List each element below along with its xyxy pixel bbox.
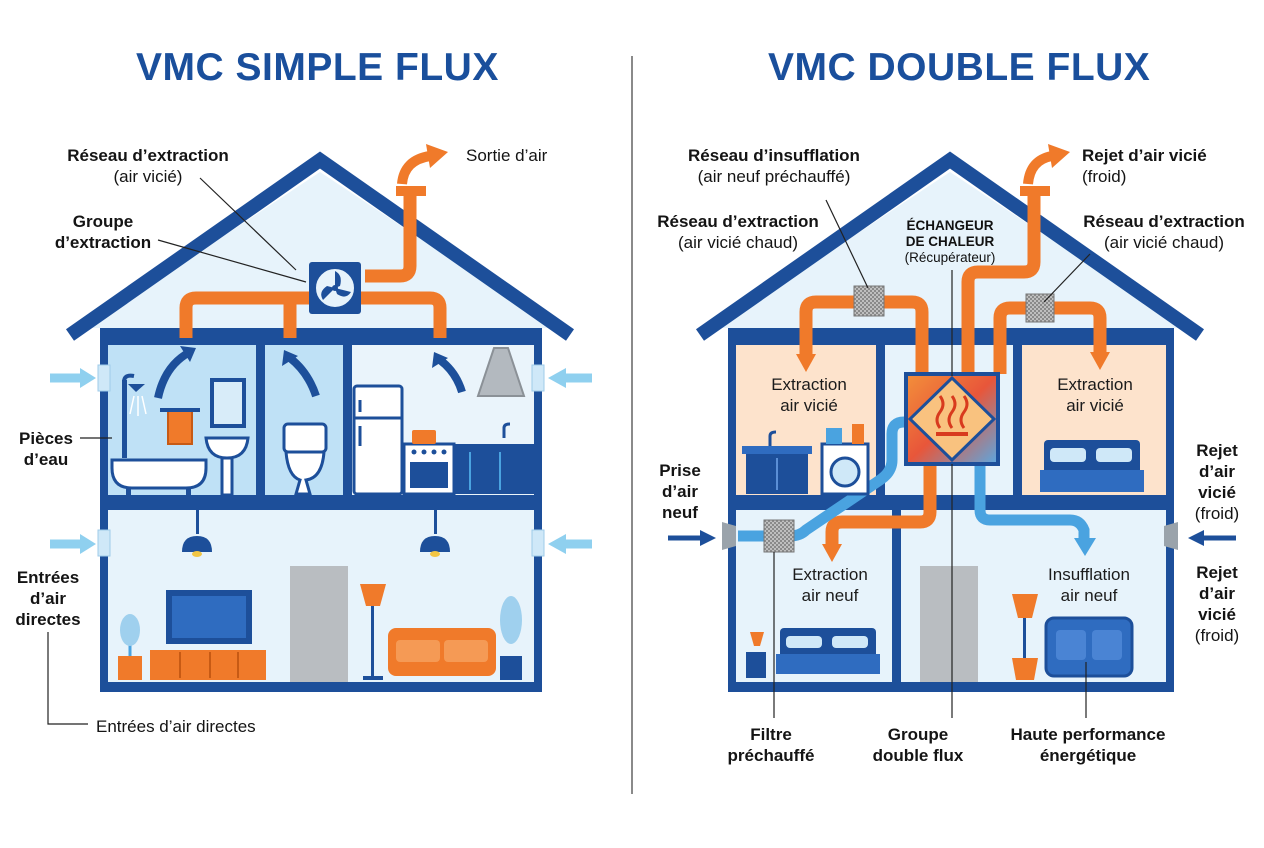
simple-flux-house — [47, 144, 592, 725]
label-reseau-extraction: Réseau d’extraction (air vicié) — [67, 146, 229, 186]
label-entrees-air-side: Entrées d’air directes — [15, 568, 81, 629]
filter-icon — [763, 519, 795, 553]
label-reseau-insufflation: Réseau d’insufflation (air neuf préchauf… — [688, 146, 860, 186]
filter-icon — [853, 285, 885, 317]
filter-icon — [1025, 293, 1055, 323]
heat-exchanger-icon — [904, 372, 1000, 466]
roof-left — [65, 151, 575, 341]
label-sortie-air: Sortie d’air — [466, 146, 548, 165]
callout-lines-right — [773, 199, 1091, 718]
extraction-fan-icon — [309, 262, 361, 314]
title-simple-flux: VMC SIMPLE FLUX — [136, 46, 499, 89]
stale-air-arrow — [1188, 530, 1204, 546]
right-room-furniture-icon — [742, 424, 1144, 682]
label-reseau-extraction-left: Réseau d’extraction (air vicié chaud) — [657, 212, 819, 252]
double-flux-house — [668, 144, 1236, 718]
title-double-flux: VMC DOUBLE FLUX — [768, 46, 1151, 89]
roof-right — [695, 151, 1205, 341]
fresh-air-in-arrow — [700, 530, 716, 546]
attic-right — [715, 172, 1185, 328]
bathroom-furniture-icon — [110, 373, 250, 497]
blue-ducts-right — [738, 416, 1090, 542]
label-groupe-extraction: Groupe d’extraction — [54, 212, 152, 252]
divider — [631, 56, 633, 794]
label-extraction-air-neuf: Extraction air neuf — [792, 565, 868, 605]
kitchen-furniture-icon — [352, 347, 534, 496]
attic-left — [85, 172, 555, 328]
label-haute-performance: Haute performance énergétique — [1010, 725, 1166, 765]
label-insufflation-air-neuf: Insufflation air neuf — [1048, 565, 1130, 605]
label-rejet-side-1: Rejet d’air vicié (froid) — [1194, 441, 1240, 523]
label-prise-air: Prise d’air neuf — [659, 461, 701, 522]
label-room-extraction-left: Extraction air vicié — [771, 375, 847, 415]
label-rejet-side-2: Rejet d’air vicié (froid) — [1194, 563, 1240, 645]
label-rejet-top: Rejet d’air vicié (froid) — [1082, 146, 1207, 186]
living-room-furniture-icon — [118, 510, 522, 682]
label-room-extraction-right: Extraction air vicié — [1057, 375, 1133, 415]
callout-lines-left — [47, 177, 307, 725]
label-reseau-extraction-right: Réseau d’extraction (air vicié chaud) — [1083, 212, 1245, 252]
toilet-icon — [282, 422, 328, 496]
label-echangeur: ÉCHANGEUR DE CHALEUR (Récupérateur) — [904, 218, 996, 265]
label-entrees-air-bottom: Entrées d’air directes — [96, 717, 256, 736]
exhaust-arrow — [1048, 144, 1070, 168]
label-groupe-double: Groupe double flux — [872, 725, 964, 765]
label-pieces-eau: Pièces d’eau — [19, 429, 73, 469]
label-filtre: Filtre préchauffé — [727, 725, 815, 765]
air-out-arrow — [426, 144, 448, 168]
